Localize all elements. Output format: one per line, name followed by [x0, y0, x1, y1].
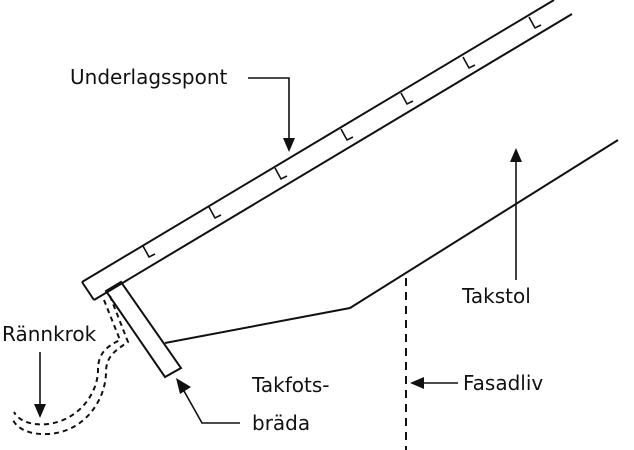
- joint-5: [400, 92, 414, 106]
- joint-3: [274, 167, 288, 181]
- arrow-down-icon: [283, 138, 295, 152]
- label-takstol: Takstol: [461, 284, 531, 308]
- decking-bottom-edge: [93, 13, 573, 301]
- leader-rannkrok: [34, 352, 46, 418]
- label-fasadliv: Fasadliv: [463, 371, 543, 395]
- leader-line: [248, 77, 290, 140]
- gutter-hook: [11, 295, 130, 436]
- joint-1: [142, 245, 156, 259]
- leader-underlagsspont: [248, 77, 295, 152]
- leader-line: [183, 390, 240, 424]
- label-rannkrok: Rännkrok: [2, 322, 97, 346]
- joint-4: [340, 128, 354, 142]
- arrow-up-icon: [510, 148, 522, 162]
- label-takfotsbrada-line2: bräda: [252, 411, 310, 435]
- joint-6: [462, 56, 476, 70]
- label-takfotsbrada-line1: Takfots-: [251, 373, 330, 397]
- label-underlagsspont: Underlagsspont: [70, 65, 227, 89]
- joint-7: [528, 16, 542, 30]
- arrow-diagonal-icon: [176, 378, 191, 394]
- leader-takstol: [510, 148, 522, 280]
- decking-end: [81, 281, 95, 301]
- decking-top-edge: [81, 0, 555, 283]
- arrow-left-icon: [410, 377, 424, 389]
- roof-decking: [81, 0, 573, 301]
- arrow-down-icon: [34, 404, 46, 418]
- leader-takfotsbrada: [176, 378, 240, 424]
- gutter-hook-inner: [11, 295, 130, 436]
- joint-2: [208, 206, 222, 220]
- fascia-board: [104, 280, 183, 379]
- decking-joints: [142, 16, 542, 259]
- gutter-hook-outer: [13, 299, 122, 426]
- roof-truss: [164, 139, 619, 344]
- leader-fasadliv: [410, 377, 458, 389]
